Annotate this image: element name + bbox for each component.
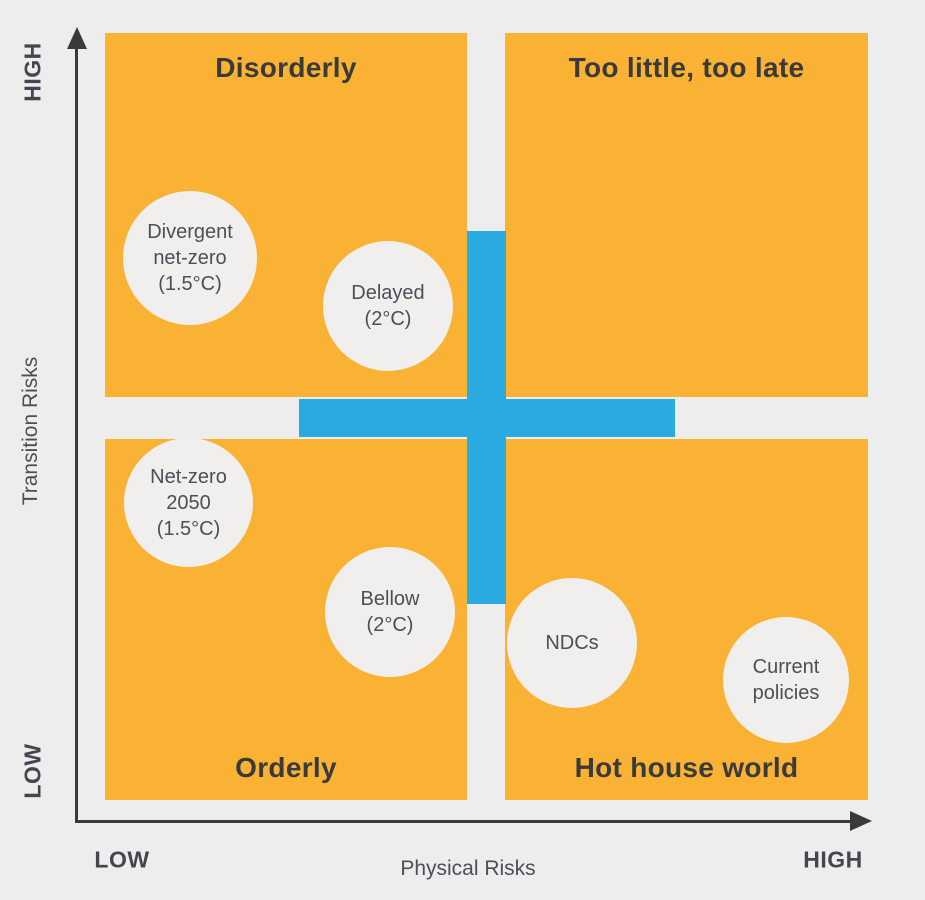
bubble-label-line: (1.5°C) [156, 517, 221, 540]
quadrant-too-little-too-late: Too little, too late [505, 33, 868, 397]
quadrant-title-too-little-too-late: Too little, too late [568, 52, 805, 83]
bubble-label-line: (1.5°C) [158, 273, 222, 295]
x-axis-high-label: HIGH [803, 846, 863, 873]
y-axis-title: Transition Risks [19, 356, 42, 506]
y-axis-high-label: HIGH [19, 42, 46, 102]
bubble-label-line: net-zero [153, 247, 227, 269]
y-axis-low-label: LOW [19, 743, 46, 799]
bubble-label-line: Current [752, 656, 820, 678]
scenario-bubble-bellow: Bellow (2°C) [325, 547, 455, 677]
x-axis-title: Physical Risks [400, 857, 536, 880]
quadrant-title-disorderly: Disorderly [215, 52, 357, 83]
bubble-label-line: NDCs [545, 632, 599, 654]
scenario-bubble-delayed: Delayed (2°C) [323, 241, 453, 371]
bubble-label-line: (2°C) [366, 614, 414, 636]
center-cross-horizontal-bar [299, 399, 675, 437]
bubble-label-line: Delayed [351, 282, 425, 304]
quadrant-title-orderly: Orderly [235, 752, 337, 783]
scenario-bubble-current-policies: Current policies [723, 617, 849, 743]
bubble-label-line: Net-zero [150, 465, 227, 488]
bubble-label-line: Bellow [360, 588, 420, 610]
x-axis-line [75, 820, 855, 823]
y-axis-arrowhead-icon [67, 27, 87, 49]
bubble-label-line: Divergent [147, 221, 233, 243]
x-axis-arrowhead-icon [850, 811, 872, 831]
quadrant-title-hot-house-world: Hot house world [574, 752, 799, 783]
scenario-bubble-ndcs: NDCs [507, 578, 637, 708]
bubble-label-line: policies [752, 682, 820, 704]
scenario-bubble-divergent-net-zero: Divergent net-zero (1.5°C) [123, 191, 257, 325]
x-axis-low-label: LOW [94, 846, 150, 873]
y-axis-line [75, 40, 78, 823]
scenario-bubble-net-zero-2050: Net-zero 2050 (1.5°C) [124, 438, 253, 567]
bubble-label-line: (2°C) [364, 308, 412, 330]
bubble-label-line: 2050 [166, 491, 211, 514]
